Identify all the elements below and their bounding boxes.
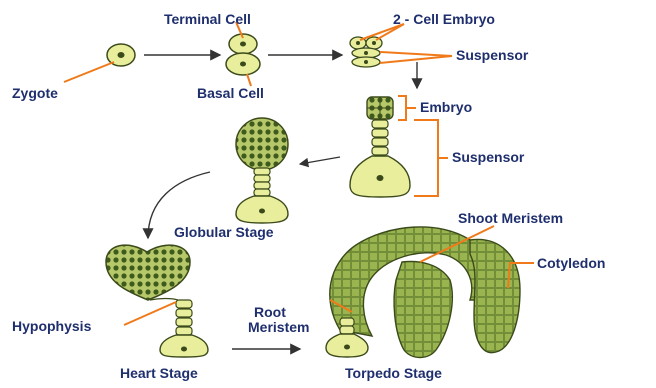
torpedo-embryo — [326, 227, 520, 358]
label-two-cell-embryo: 2 - Cell Embryo — [393, 12, 495, 26]
label-shoot-meristem: Shoot Meristem — [458, 211, 563, 225]
label-globular-stage: Globular Stage — [174, 225, 274, 239]
bracket-embryo — [398, 96, 416, 120]
label-hypophysis: Hypophysis — [12, 319, 91, 333]
terminal-basal-cells — [226, 34, 260, 75]
bracket-suspensor — [414, 120, 448, 196]
label-meristem: Meristem — [248, 320, 309, 334]
label-basal-cell: Basal Cell — [197, 86, 264, 100]
heart-embryo — [106, 245, 208, 357]
leader-hypophysis — [124, 302, 176, 325]
globular-embryo — [236, 118, 288, 223]
label-suspensor-mid: Suspensor — [452, 150, 524, 164]
label-root: Root — [254, 305, 286, 319]
label-embryo: Embryo — [420, 100, 472, 114]
arrow-to-globular — [300, 157, 340, 164]
label-torpedo-stage: Torpedo Stage — [345, 366, 442, 380]
proembryo-suspensor — [372, 120, 388, 155]
leader-suspensor-1 — [380, 52, 452, 56]
leader-suspensor-2 — [380, 56, 452, 63]
two-cell-embryo — [350, 37, 382, 67]
label-heart-stage: Heart Stage — [120, 366, 198, 380]
label-cotyledon: Cotyledon — [537, 256, 605, 270]
proembryo — [350, 97, 410, 197]
leader-zygote — [64, 62, 114, 82]
label-zygote: Zygote — [12, 86, 58, 100]
label-terminal-cell: Terminal Cell — [164, 12, 251, 26]
label-suspensor-top: Suspensor — [456, 48, 528, 62]
